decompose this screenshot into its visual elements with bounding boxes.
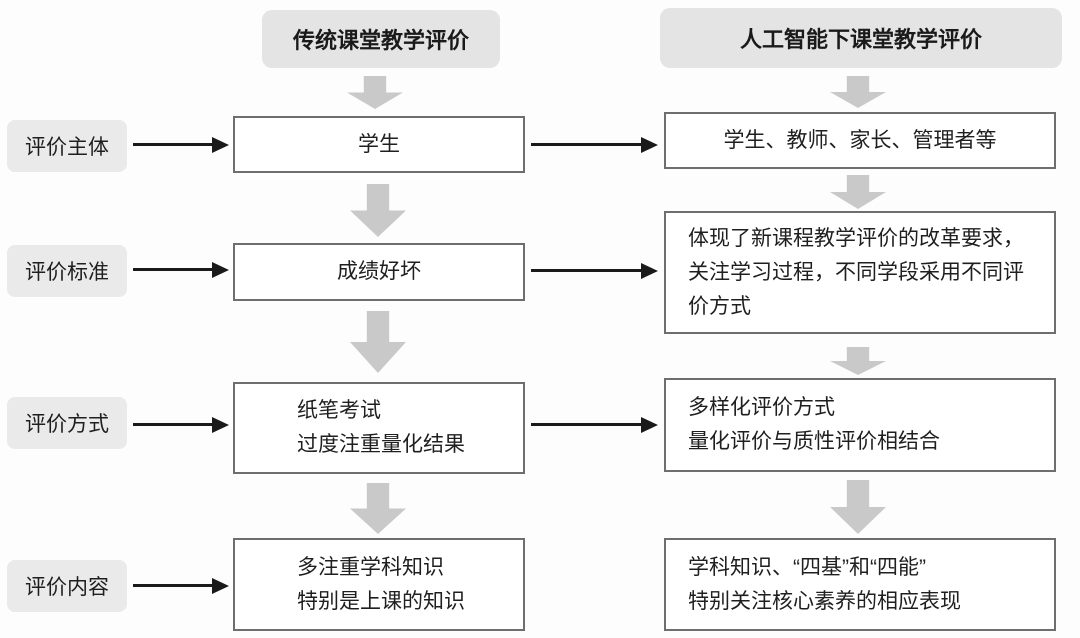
box-paragraph: 体现了新课程教学评价的改革要求，关注学习过程，不同学段采用不同评价方式 bbox=[688, 226, 1024, 318]
box-line: 成绩好坏 bbox=[337, 260, 421, 283]
box-traditional-subject: 学生 bbox=[233, 116, 525, 173]
down-arrow-icon bbox=[350, 311, 406, 373]
right-arrow-icon bbox=[133, 143, 212, 146]
box-traditional-content: 多注重学科知识 特别是上课的知识 bbox=[233, 538, 525, 631]
box-ai-standard: 体现了新课程教学评价的改革要求，关注学习过程，不同学段采用不同评价方式 bbox=[664, 211, 1056, 334]
box-ai-method: 多样化评价方式 量化评价与质性评价相结合 bbox=[664, 378, 1056, 472]
box-line: 学科知识、“四基”和“四能” bbox=[688, 555, 926, 579]
right-arrow-icon bbox=[133, 268, 212, 271]
box-traditional-standard: 成绩好坏 bbox=[233, 243, 525, 301]
row-label-evaluation-method: 评价方式 bbox=[7, 397, 127, 449]
box-line: 量化评价与质性评价相结合 bbox=[688, 430, 940, 453]
box-line: 多样化评价方式 bbox=[688, 396, 835, 419]
row-label-evaluation-standard: 评价标准 bbox=[7, 245, 127, 297]
right-arrow-icon bbox=[133, 423, 212, 426]
down-arrow-icon bbox=[830, 175, 886, 209]
down-arrow-icon bbox=[350, 184, 406, 237]
box-line: 纸笔考试 bbox=[297, 399, 381, 422]
box-line: 特别关注核心素养的相应表现 bbox=[688, 589, 961, 613]
column-header-ai: 人工智能下课堂教学评价 bbox=[660, 8, 1062, 68]
column-header-traditional-label: 传统课堂教学评价 bbox=[292, 28, 469, 53]
right-arrow-icon bbox=[531, 269, 641, 272]
down-arrow-icon bbox=[830, 76, 886, 108]
box-ai-content: 学科知识、“四基”和“四能” 特别关注核心素养的相应表现 bbox=[664, 538, 1056, 631]
column-header-traditional: 传统课堂教学评价 bbox=[262, 10, 500, 68]
down-arrow-icon bbox=[350, 483, 406, 534]
down-arrow-icon bbox=[830, 480, 886, 534]
box-ai-subject: 学生、教师、家长、管理者等 bbox=[664, 112, 1056, 169]
box-line: 多注重学科知识 bbox=[297, 555, 444, 579]
row-label-text: 评价主体 bbox=[25, 136, 109, 159]
box-line: 学生、教师、家长、管理者等 bbox=[723, 128, 997, 152]
box-line: 特别是上课的知识 bbox=[297, 589, 465, 613]
row-label-text: 评价标准 bbox=[25, 261, 109, 284]
row-label-evaluation-subject: 评价主体 bbox=[7, 120, 127, 172]
box-traditional-method: 纸笔考试 过度注重量化结果 bbox=[233, 382, 525, 474]
column-header-ai-label: 人工智能下课堂教学评价 bbox=[739, 27, 982, 52]
box-line: 学生 bbox=[358, 132, 400, 156]
row-label-text: 评价方式 bbox=[25, 413, 109, 436]
down-arrow-icon bbox=[830, 347, 886, 375]
down-arrow-icon bbox=[347, 76, 403, 109]
right-arrow-icon bbox=[531, 423, 641, 426]
right-arrow-icon bbox=[531, 143, 641, 146]
row-label-evaluation-content: 评价内容 bbox=[7, 560, 127, 612]
row-label-text: 评价内容 bbox=[25, 576, 109, 599]
right-arrow-icon bbox=[133, 584, 212, 587]
box-line: 过度注重量化结果 bbox=[297, 433, 465, 456]
